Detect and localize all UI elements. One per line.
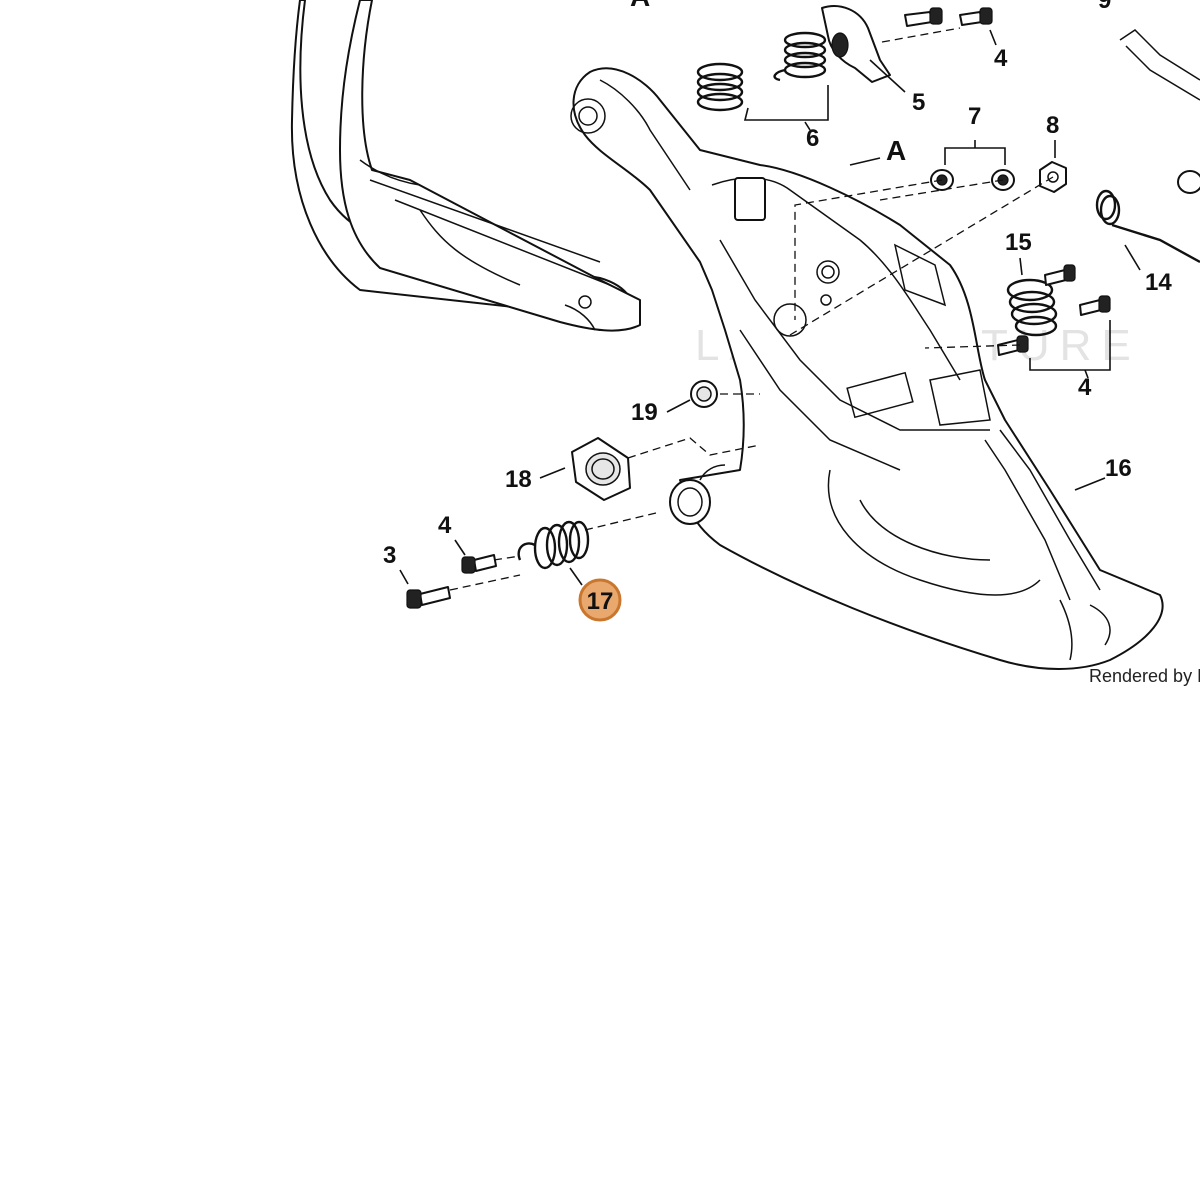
callout-5: 5	[912, 89, 925, 116]
spring-part-15	[1006, 278, 1058, 337]
callout-a-top: A	[630, 0, 650, 12]
main-housing	[570, 67, 1164, 670]
callout-6: 6	[806, 125, 819, 152]
highlight-circle	[578, 578, 622, 622]
render-credit: Rendered by L	[1089, 666, 1200, 686]
callout-4-top: 4	[994, 45, 1008, 72]
screw-part-3	[406, 586, 451, 609]
callout-4-mid: 4	[1078, 374, 1092, 401]
leader-lines	[399, 29, 1141, 586]
assembly-lines	[449, 27, 1054, 591]
callout-19: 19	[631, 399, 658, 426]
torsion-spring-part-14	[1095, 170, 1200, 264]
wire-part-9	[1119, 29, 1200, 101]
front-handle	[290, 0, 641, 332]
highlighted-callout-17[interactable]: 17	[578, 578, 622, 622]
grommet-part-18	[571, 437, 631, 501]
callout-15: 15	[1005, 229, 1032, 256]
springs-part-6	[696, 31, 827, 112]
callout-a-mid: A	[886, 135, 906, 166]
callout-4-left: 4	[438, 512, 452, 539]
spring-part-17	[517, 520, 590, 570]
washer-part-19	[690, 380, 718, 408]
callout-14: 14	[1145, 269, 1172, 296]
callout-7: 7	[968, 103, 981, 130]
callout-labels: A 9 4 5 6 7 8 A 15 14 4 19 16 18 4 3	[383, 0, 1172, 569]
callout-16: 16	[1105, 455, 1132, 482]
screw-part-4-left	[461, 554, 497, 574]
callout-9: 9	[1098, 0, 1111, 14]
screw-group-4-top	[904, 7, 993, 27]
callout-8: 8	[1046, 112, 1059, 139]
screw-group-4-mid	[997, 264, 1111, 356]
callout-18: 18	[505, 466, 532, 493]
lever-part-5	[821, 5, 891, 83]
highlight-label: 17	[587, 588, 614, 615]
callout-3: 3	[383, 542, 396, 569]
